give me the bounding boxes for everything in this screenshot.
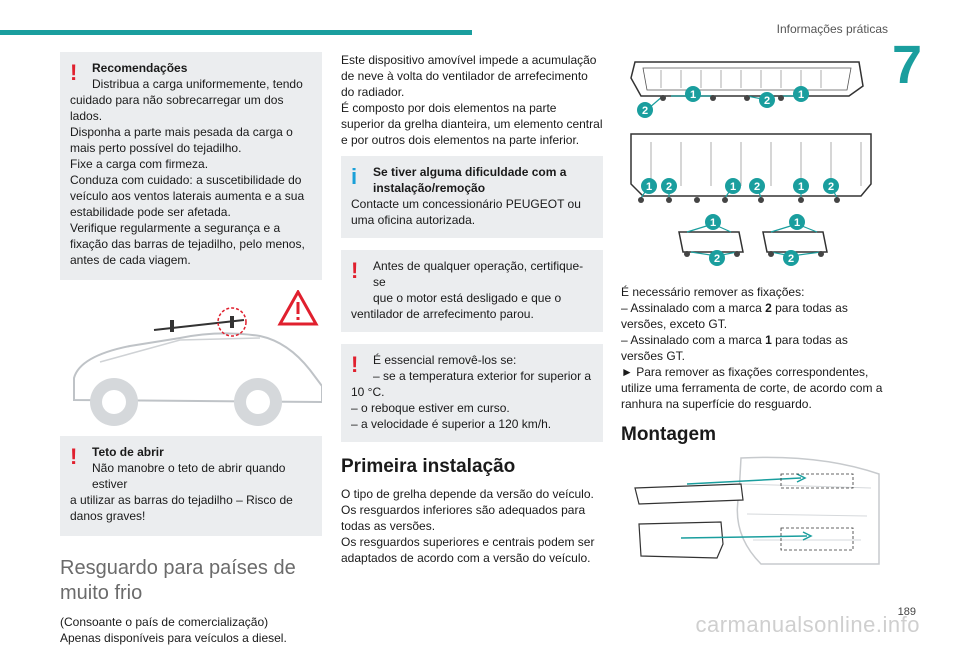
recommendations-body: cuidado para não sobrecarregar um dos la… bbox=[70, 93, 305, 267]
fixings-mark-1-line: – Assinalado com a marca 1 para todas as… bbox=[621, 332, 883, 364]
info-title: Se tiver alguma dificuldade com a instal… bbox=[373, 165, 567, 195]
removal-warning-line1: É essencial removê-los se: bbox=[373, 353, 517, 367]
sunroof-title: Teto de abrir bbox=[92, 445, 164, 459]
header-accent-bar bbox=[0, 30, 472, 35]
marker-label: 1 bbox=[798, 89, 804, 101]
watermark: carmanualsonline.info bbox=[695, 612, 920, 637]
car-roof-bars-illustration bbox=[73, 290, 322, 426]
cold-countries-heading: Resguardo para países de muito frio bbox=[60, 557, 296, 604]
removal-warning-line2: – se a temperatura exterior for superior… bbox=[373, 369, 592, 383]
info-icon: i bbox=[351, 164, 358, 189]
section-title: Informações práticas bbox=[776, 22, 888, 36]
sunroof-body: a utilizar as barras do tejadilho – Risc… bbox=[70, 493, 293, 523]
marker-label: 2 bbox=[642, 105, 648, 117]
marker-label: 1 bbox=[730, 181, 736, 193]
cold-countries-para-1: (Consoante o país de comercialização) bbox=[60, 615, 269, 629]
assembly-illustration bbox=[634, 456, 880, 565]
recommendations-title: Recomendações bbox=[92, 61, 188, 75]
cold-countries-para-2: Apenas disponíveis para veículos a diese… bbox=[60, 631, 287, 645]
page-number: 189 bbox=[897, 606, 916, 618]
middle-column: Este dispositivo amovível impede a acumu… bbox=[341, 52, 603, 566]
marker-label: 1 bbox=[798, 181, 804, 193]
marker-label: 2 bbox=[714, 253, 720, 265]
removal-warning-body: 10 °C. – o reboque estiver em curso. – a… bbox=[351, 385, 552, 431]
marker-label: 2 bbox=[764, 95, 770, 107]
warning-exclamation-icon: ! bbox=[70, 60, 78, 85]
mark-2-label: 2 bbox=[765, 301, 772, 315]
engine-warning-box: ! Antes de qualquer operação, certifique… bbox=[341, 250, 603, 332]
info-box: i Se tiver alguma dificuldade com a inst… bbox=[341, 156, 603, 238]
warning-exclamation-icon: ! bbox=[351, 352, 359, 377]
fixings-line1-prefix: – Assinalado com a marca bbox=[621, 301, 766, 315]
first-installation-paras: O tipo de grelha depende da versão do ve… bbox=[341, 487, 595, 565]
marker-label: 2 bbox=[754, 181, 760, 193]
sunroof-warning-box: ! Teto de abrir Não manobre o teto de ab… bbox=[60, 436, 322, 536]
warning-exclamation-icon: ! bbox=[351, 258, 359, 283]
engine-warning-line2: que o motor está desligado e que o bbox=[373, 291, 562, 305]
sunroof-first-line: Não manobre o teto de abrir quando estiv… bbox=[92, 461, 286, 491]
mark-1-label: 1 bbox=[765, 333, 772, 347]
fixings-line2-prefix: – Assinalado com a marca bbox=[621, 333, 766, 347]
removal-warning-box: ! É essencial removê-los se: – se a temp… bbox=[341, 344, 603, 442]
right-column: 2 1 2 1 1 2 1 2 1 2 1 1 2 2 É necessário… bbox=[621, 56, 883, 566]
warning-exclamation-icon: ! bbox=[70, 444, 78, 469]
left-column: ! Recomendações Distribua a carga unifor… bbox=[60, 52, 322, 646]
device-intro: Este dispositivo amovível impede a acumu… bbox=[341, 53, 603, 147]
marker-label: 1 bbox=[646, 181, 652, 193]
fixings-intro: É necessário remover as fixações: bbox=[621, 285, 805, 299]
fixings-mark-2-line: – Assinalado com a marca 2 para todas as… bbox=[621, 300, 883, 332]
chapter-number: 7 bbox=[891, 35, 922, 95]
fixings-line2-suffix: para todas as versões GT. bbox=[621, 333, 848, 363]
marker-label: 2 bbox=[788, 253, 794, 265]
fixings-line1-suffix: para todas as versões, exceto GT. bbox=[621, 301, 848, 331]
warning-triangle-icon bbox=[277, 290, 319, 326]
engine-warning-line1: Antes de qualquer operação, certifique-s… bbox=[373, 259, 584, 289]
removal-step: ► Para remover as fixações correspondent… bbox=[621, 365, 883, 411]
assembly-heading: Montagem bbox=[621, 424, 716, 445]
marker-label: 1 bbox=[710, 217, 716, 229]
recommendations-box: ! Recomendações Distribua a carga unifor… bbox=[60, 52, 322, 280]
marker-label: 1 bbox=[690, 89, 696, 101]
marker-label: 2 bbox=[828, 181, 834, 193]
marker-label: 1 bbox=[794, 217, 800, 229]
marker-label: 2 bbox=[666, 181, 672, 193]
grille-cover-diagram: 2 1 2 1 1 2 1 2 1 2 1 1 2 2 bbox=[630, 61, 872, 266]
first-installation-heading: Primeira instalação bbox=[341, 456, 516, 477]
engine-warning-body: ventilador de arrefecimento parou. bbox=[351, 307, 534, 321]
recommendations-first-line: Distribua a carga uniformemente, tendo bbox=[92, 77, 303, 91]
info-body: Contacte um concessionário PEUGEOT ou um… bbox=[351, 197, 581, 227]
